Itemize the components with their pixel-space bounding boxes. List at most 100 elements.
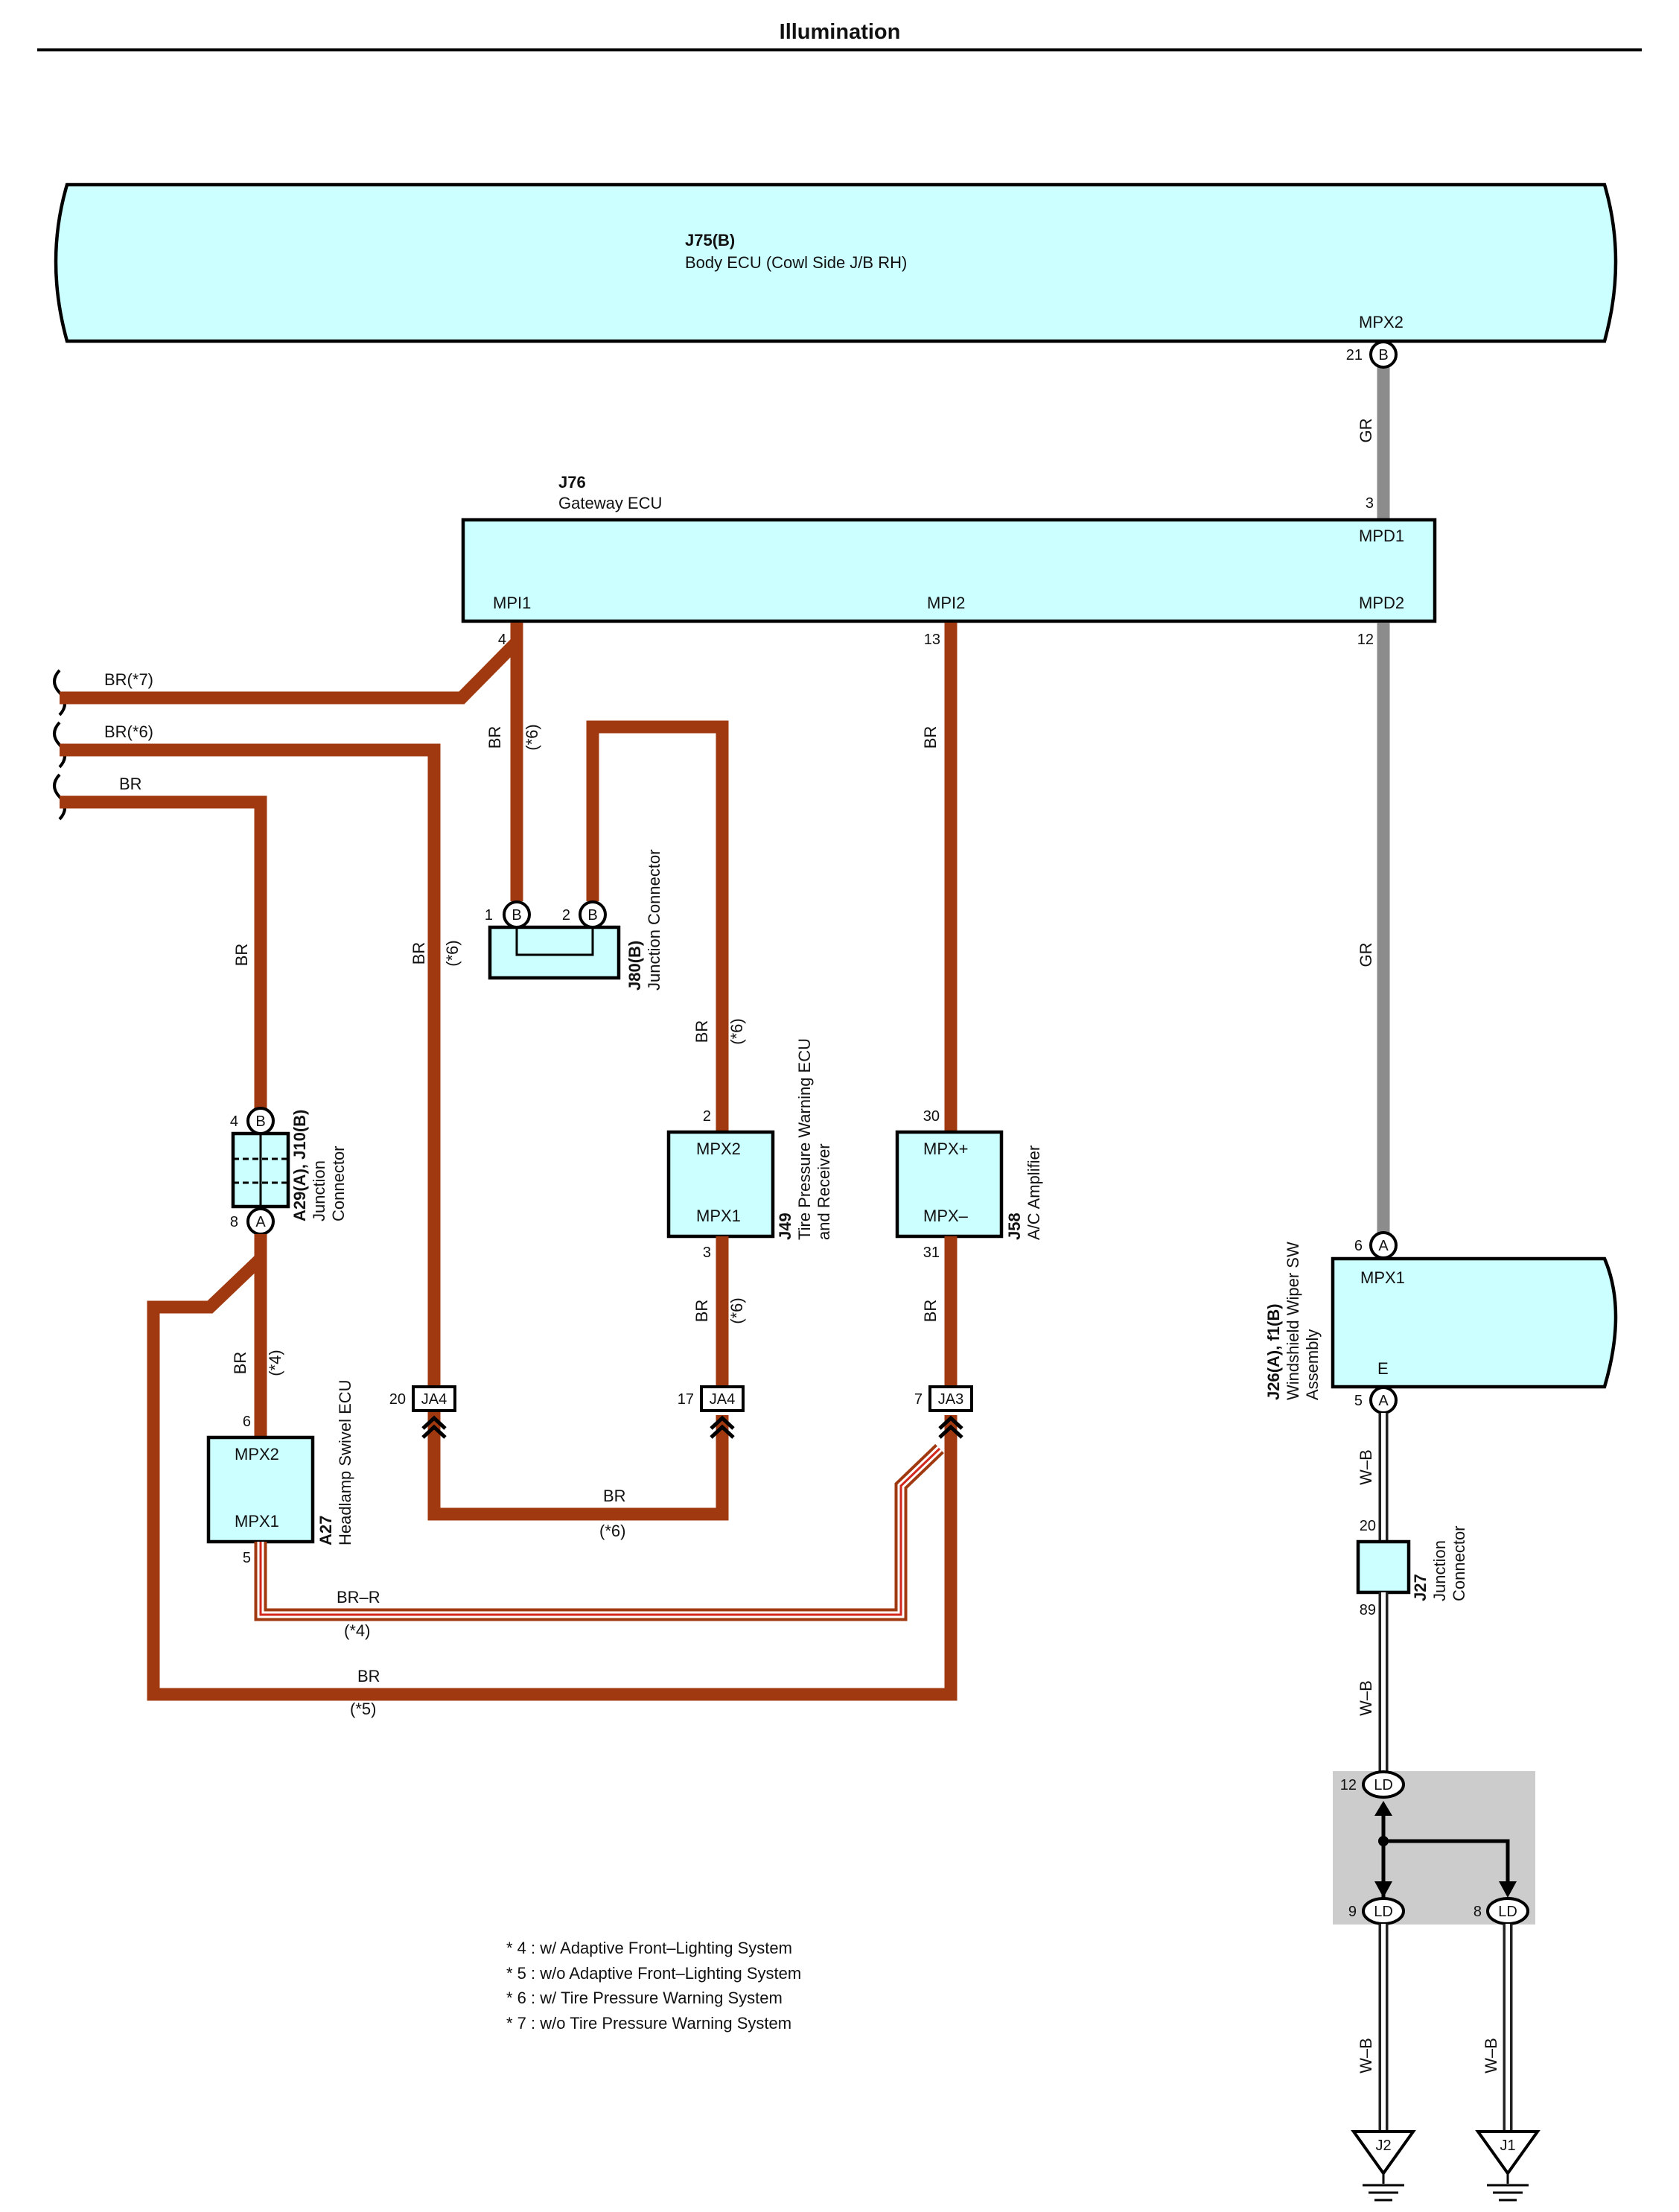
a29-conn-b-letter: B xyxy=(255,1113,265,1130)
a29-name1: Junction xyxy=(310,1160,328,1221)
j80-code: J80(B) xyxy=(625,941,644,991)
body-ecu-box xyxy=(54,182,1618,343)
ja4-a-box xyxy=(412,1385,456,1412)
ja4-loop-note6: (*6) xyxy=(599,1522,625,1540)
gateway-mpi1: MPI1 xyxy=(493,594,531,612)
gateway-mpd2: MPD2 xyxy=(1359,594,1404,612)
ja3-box xyxy=(928,1385,973,1412)
j26-pin-top: 6 xyxy=(1354,1238,1363,1254)
j58-code: J58 xyxy=(1005,1213,1024,1240)
gateway-ecu-box xyxy=(461,518,1437,623)
j49-code: J49 xyxy=(776,1213,794,1240)
j26-box xyxy=(1331,1256,1618,1389)
body-ecu-name: Body ECU (Cowl Side J/B RH) xyxy=(685,253,907,272)
ja4-loop-wire xyxy=(427,1415,729,1521)
j80-pin2: 2 xyxy=(562,907,570,924)
j58-mpx-plus: MPX+ xyxy=(923,1140,969,1158)
ja4-a-arrow xyxy=(421,1415,447,1439)
a29-conn-a-letter: A xyxy=(255,1214,266,1230)
body-ecu-code: J75(B) xyxy=(685,231,735,250)
ground-j2-triangle xyxy=(1351,2130,1416,2176)
j49-name1: Tire Pressure Warning ECU xyxy=(795,1038,814,1240)
j27-name2: Connector xyxy=(1450,1525,1468,1601)
a27-code: A27 xyxy=(316,1516,335,1545)
br6-label: BR(*6) xyxy=(104,722,153,741)
j26-e: E xyxy=(1377,1359,1389,1378)
ja4-b-label: JA4 xyxy=(710,1391,735,1408)
a27-pin-top: 6 xyxy=(243,1414,251,1430)
footnote-5: * 5 : w/o Adaptive Front–Lighting System xyxy=(506,1964,801,1983)
ld-left-arrow xyxy=(1374,1881,1392,1898)
gateway-pin-mpd2: 12 xyxy=(1357,632,1374,648)
footnote-6: * 6 : w/ Tire Pressure Warning System xyxy=(506,1989,783,2007)
j58-top-br-label: BR xyxy=(921,726,940,749)
body-ecu-pin: 21 xyxy=(1346,347,1363,363)
j27-pin-top: 20 xyxy=(1360,1518,1376,1534)
a27-mpx1: MPX1 xyxy=(235,1512,279,1531)
wb-label-1: W–B xyxy=(1357,1449,1375,1485)
page-title: Illumination xyxy=(780,20,901,44)
brr-wire-stripe xyxy=(259,1447,941,1616)
j26-pin-bot: 5 xyxy=(1354,1393,1363,1409)
j27-name1: Junction xyxy=(1430,1540,1449,1601)
a29-name2: Connector xyxy=(329,1145,348,1221)
wb-label-3: W–B xyxy=(1357,2038,1375,2073)
br-a29-vert-label: BR xyxy=(232,944,251,967)
j58-name: A/C Amplifier xyxy=(1025,1145,1043,1240)
ground-j2-label: J2 xyxy=(1375,2138,1391,2154)
a27-pin-bot: 5 xyxy=(243,1550,251,1566)
j26-conn-bot-letter: A xyxy=(1378,1393,1389,1409)
body-ecu-connector-b xyxy=(1369,340,1398,369)
ja3-pin: 7 xyxy=(914,1391,923,1408)
ld-right-pin: 8 xyxy=(1473,1904,1482,1920)
a27-box xyxy=(206,1435,315,1544)
brr-note4: (*4) xyxy=(344,1621,370,1640)
ld-top-pin: 12 xyxy=(1340,1777,1357,1793)
body-ecu-conn-letter: B xyxy=(1378,347,1388,363)
ja3-arrow xyxy=(938,1415,963,1439)
j26-name2: Assembly xyxy=(1303,1329,1322,1400)
j27-pin-bot: 89 xyxy=(1360,1602,1376,1618)
mpi1-br-label: BR xyxy=(485,726,504,749)
j80-conn-letter-1: B xyxy=(512,907,521,924)
ja4-a-label: JA4 xyxy=(421,1391,447,1408)
gateway-pin-mpd1: 3 xyxy=(1366,495,1374,512)
brr-label: BR–R xyxy=(337,1588,380,1606)
ld-right-arrow xyxy=(1499,1881,1517,1898)
footnote-4: * 4 : w/ Adaptive Front–Lighting System xyxy=(506,1939,792,1957)
br6-vert-label: BR xyxy=(410,942,428,965)
j26-conn-top xyxy=(1369,1231,1398,1259)
wb-label-4: W–B xyxy=(1482,2038,1500,2073)
body-ecu-terminal: MPX2 xyxy=(1359,313,1404,331)
ground-j1-triangle xyxy=(1475,2130,1541,2176)
j80-pin1-conn xyxy=(503,900,531,929)
footnote-7: * 7 : w/o Tire Pressure Warning System xyxy=(506,2014,791,2033)
wb-label-2: W–B xyxy=(1357,1680,1375,1716)
j26-name1: Windshield Wiper SW xyxy=(1284,1242,1302,1400)
j49-name2: and Receiver xyxy=(815,1143,833,1240)
ja4-b-box xyxy=(700,1385,745,1412)
br7-wire xyxy=(60,623,523,705)
ld-right-label: LD xyxy=(1498,1904,1517,1920)
ja4-b-arrow xyxy=(710,1415,735,1439)
j27-box xyxy=(1356,1539,1411,1595)
ld-top-conn xyxy=(1362,1770,1405,1799)
ld-internal-branch xyxy=(1383,1839,1510,1884)
j80-bridge xyxy=(515,915,594,956)
j58-pin-bot: 31 xyxy=(923,1245,940,1261)
gateway-mpi2: MPI2 xyxy=(927,594,965,612)
j80-pin1: 1 xyxy=(485,907,493,924)
gateway-ecu-code: J76 xyxy=(558,473,586,492)
gateway-pin-mpi2: 13 xyxy=(924,632,940,648)
j80-name: Junction Connector xyxy=(645,849,663,991)
j26-code: J26(A), f1(B) xyxy=(1264,1303,1283,1400)
br7-label: BR(*7) xyxy=(104,670,153,689)
j27-code: J27 xyxy=(1411,1574,1430,1601)
a29-pin-b: 4 xyxy=(230,1113,238,1130)
a29-pin-a: 8 xyxy=(230,1214,238,1230)
j49-pin-bot: 3 xyxy=(703,1245,711,1261)
gateway-ecu-name: Gateway ECU xyxy=(558,494,662,512)
a29-conn-b xyxy=(246,1107,275,1135)
ld-left-label: LD xyxy=(1374,1904,1393,1920)
ground-j1-label: J1 xyxy=(1500,2138,1515,2154)
